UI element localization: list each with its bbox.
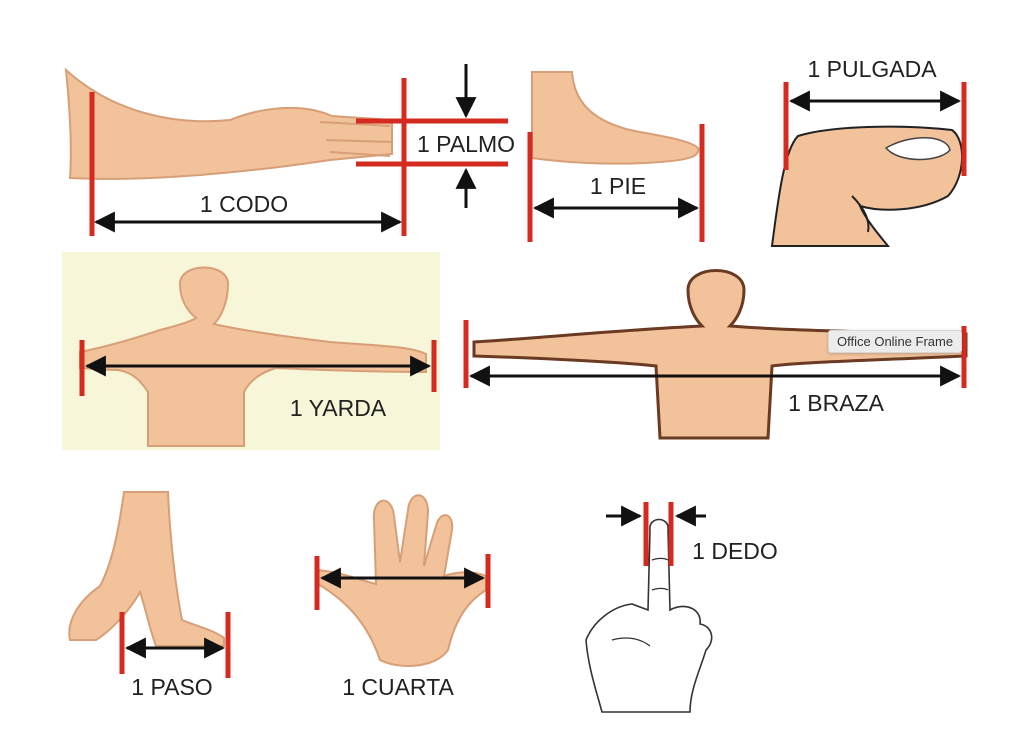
label-paso: 1 PASO	[131, 674, 212, 700]
pointing-hand-sketch	[585, 518, 713, 713]
pie-figure: 1 PIE	[527, 71, 705, 242]
label-pie: 1 PIE	[590, 173, 646, 199]
dedo-figure: 1 DEDO	[585, 502, 778, 713]
label-codo: 1 CODO	[200, 191, 288, 217]
foot-illustration	[531, 71, 700, 165]
label-pulgada: 1 PULGADA	[807, 56, 937, 82]
pulgada-figure: 1 PULGADA	[770, 56, 967, 247]
yarda-figure: 1 YARDA	[62, 252, 440, 450]
label-palmo: 1 PALMO	[417, 131, 515, 157]
braza-figure: 1 BRAZA	[463, 269, 968, 440]
forearm-illustration	[64, 67, 393, 180]
label-braza: 1 BRAZA	[788, 390, 885, 416]
label-yarda: 1 YARDA	[290, 395, 387, 421]
torso-arms-illustration-braza	[472, 269, 968, 440]
palmo-figure: 1 PALMO	[356, 64, 515, 208]
cuarta-figure: 1 CUARTA	[314, 494, 491, 700]
office-online-frame-tooltip: Office Online Frame	[828, 330, 963, 353]
label-cuarta: 1 CUARTA	[342, 674, 454, 700]
codo-figure: 1 CODO	[64, 67, 407, 236]
spread-hand-illustration	[317, 494, 487, 667]
paso-figure: 1 PASO	[68, 491, 231, 700]
label-dedo: 1 DEDO	[692, 538, 778, 564]
walking-legs-illustration	[68, 491, 225, 647]
